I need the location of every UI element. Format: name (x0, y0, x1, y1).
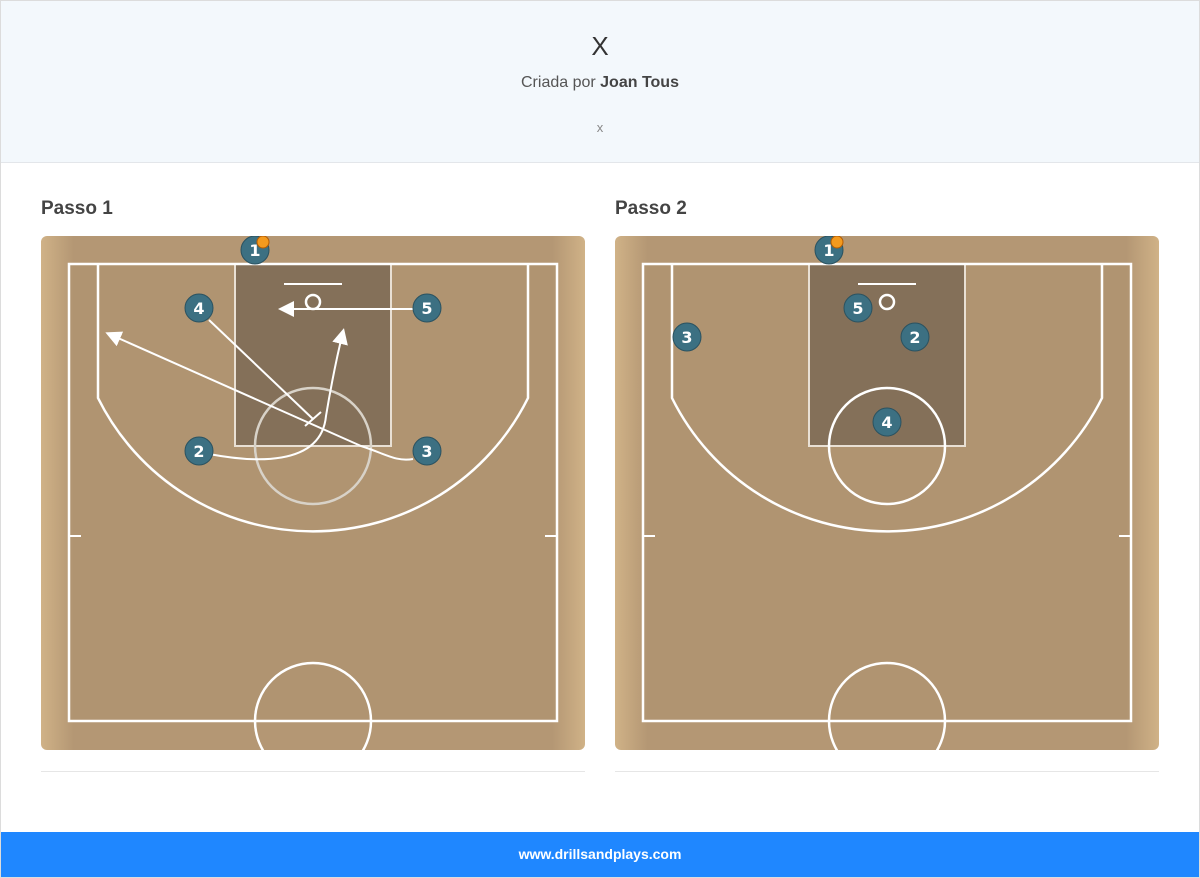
step-divider (41, 771, 585, 772)
play-title: X (591, 31, 609, 61)
step-1-title: Passo 1 (41, 198, 113, 219)
footer-site-link[interactable]: www.drillsandplays.com (1, 832, 1199, 877)
ball-icon (256, 236, 270, 249)
created-by-label: Criada por (521, 74, 596, 91)
screen-line (208, 319, 314, 420)
player-4[interactable]: 4 (184, 293, 214, 323)
court-diagram-step-2: 1 5 2 3 4 (615, 236, 1159, 750)
player-3[interactable]: 3 (672, 322, 702, 352)
player-4[interactable]: 4 (872, 407, 902, 437)
svg-text:3: 3 (421, 442, 432, 461)
svg-text:5: 5 (421, 299, 432, 318)
byline: Criada por Joan Tous (1, 74, 1199, 92)
step-2-title: Passo 2 (615, 198, 687, 219)
player-1[interactable]: 1 (814, 236, 844, 265)
cut-line-2 (208, 328, 348, 461)
ball-icon (830, 236, 844, 249)
player-3[interactable]: 3 (412, 436, 442, 466)
play-description: x (596, 120, 604, 135)
svg-text:3: 3 (681, 328, 692, 347)
svg-text:4: 4 (881, 413, 892, 432)
player-2[interactable]: 2 (184, 436, 214, 466)
svg-text:2: 2 (193, 442, 204, 461)
author-name[interactable]: Joan Tous (600, 74, 679, 91)
player-5[interactable]: 5 (843, 293, 873, 323)
step-divider (615, 771, 1159, 772)
player-1[interactable]: 1 (240, 236, 270, 265)
svg-text:1: 1 (823, 241, 834, 260)
svg-text:2: 2 (909, 328, 920, 347)
svg-text:4: 4 (193, 299, 204, 318)
screen-end (304, 411, 322, 427)
step-1: Passo 1 (41, 196, 585, 772)
svg-text:5: 5 (852, 299, 863, 318)
play-header: X Criada por Joan Tous x (1, 1, 1199, 163)
player-2[interactable]: 2 (900, 322, 930, 352)
player-5[interactable]: 5 (412, 293, 442, 323)
step-2: Passo 2 (615, 196, 1159, 772)
court-diagram-step-1: 1 4 5 2 3 (41, 236, 585, 750)
cut-line-3 (105, 331, 414, 461)
svg-text:1: 1 (249, 241, 260, 260)
